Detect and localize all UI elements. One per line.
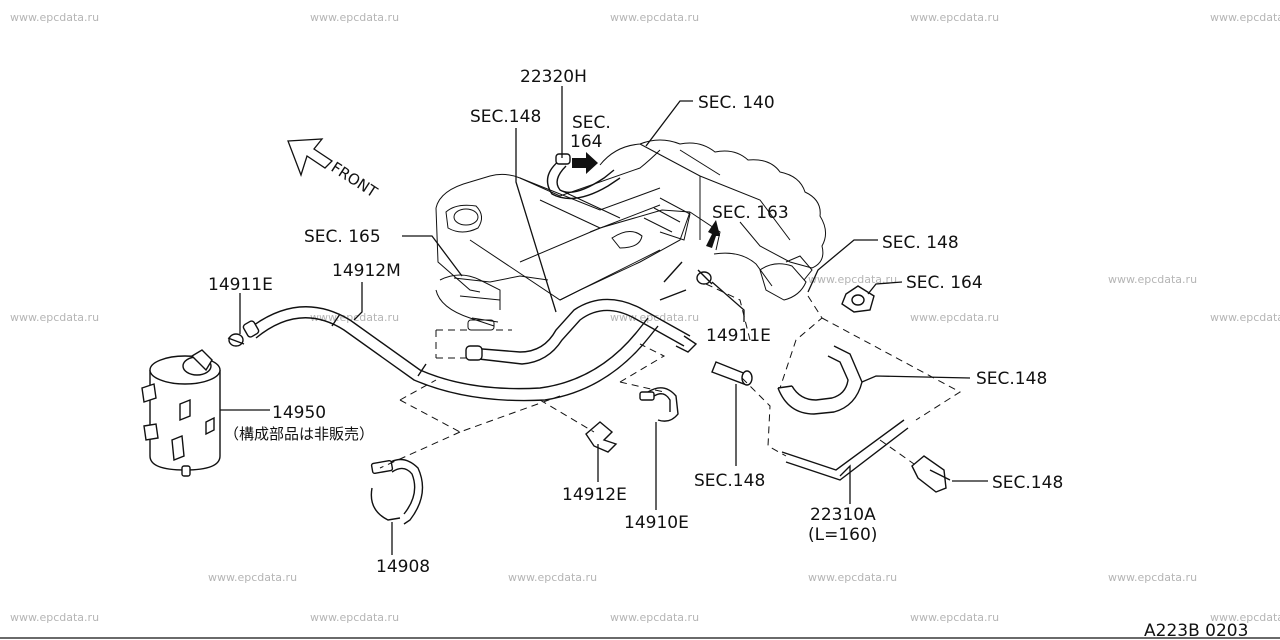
clamp-14911E-mid [696,269,713,285]
watermark: www.epcdata.ru [1108,571,1197,584]
watermark: www.epcdata.ru [910,311,999,324]
label-22310A-note: (L=160) [808,525,877,545]
watermark: www.epcdata.ru [208,571,297,584]
watermark: www.epcdata.ru [310,11,399,24]
label-sec164-b: 164 [570,132,602,152]
label-sec164-a: SEC. [572,113,611,133]
label-14911E-mid: 14911E [706,326,771,346]
watermark: www.epcdata.ru [10,311,99,324]
label-14908: 14908 [376,557,430,577]
connector-sec164 [841,285,875,313]
label-sec148-r2: SEC.148 [976,369,1047,389]
diagram-code: A223B 0203 [1144,621,1248,640]
label-sec148-bottom-mid: SEC.148 [694,471,765,491]
pipe-sec148-bottom [711,361,753,386]
label-14950-note: （構成部品は非販売） [224,425,374,443]
label-sec140: SEC. 140 [698,93,775,113]
watermark: www.epcdata.ru [910,11,999,24]
connection-lines [379,283,961,469]
label-sec148-r1: SEC. 148 [882,233,959,253]
engine-assembly [435,139,826,331]
watermark: www.epcdata.ru [1108,273,1197,286]
watermark: www.epcdata.ru [808,571,897,584]
label-sec165: SEC. 165 [304,227,381,247]
front-label: FRONT [328,158,381,201]
band-14908 [370,458,424,525]
arrow-sec164 [572,152,598,174]
watermark: www.epcdata.ru [610,11,699,24]
watermark: www.epcdata.ru [808,273,897,286]
hose-22310A [781,419,909,481]
leader-lines [220,86,988,555]
watermark: www.epcdata.ru [10,611,99,624]
callout-labels: 22320H SEC.148 SEC. 164 SEC. 140 SEC. 16… [208,67,1063,577]
label-22310A: 22310A [810,505,876,525]
arrow-sec163 [706,220,720,248]
label-14911E-left: 14911E [208,275,273,295]
label-22320H: 22320H [520,67,587,87]
bracket-sec148-right [911,455,951,493]
label-14912E: 14912E [562,485,627,505]
label-sec148-top: SEC.148 [470,107,541,127]
watermark: www.epcdata.ru [310,611,399,624]
label-14910E: 14910E [624,513,689,533]
canister-14950 [141,349,221,477]
watermark: www.epcdata.ru [1210,311,1280,324]
label-14912M: 14912M [332,261,401,281]
watermark-layer: www.epcdata.ru www.epcdata.ru www.epcdat… [10,11,1280,624]
watermark: www.epcdata.ru [508,571,597,584]
label-sec148-bottom-right: SEC.148 [992,473,1063,493]
watermark: www.epcdata.ru [310,311,399,324]
watermark: www.epcdata.ru [610,311,699,324]
watermark: www.epcdata.ru [10,11,99,24]
watermark: www.epcdata.ru [1210,611,1280,624]
clamp-14911E-left [227,320,260,347]
watermark: www.epcdata.ru [1210,11,1280,24]
watermark: www.epcdata.ru [910,611,999,624]
clip-14912E [585,421,618,453]
hose-assembly [249,153,698,402]
label-sec164-r: SEC. 164 [906,273,983,293]
label-14950: 14950 [272,403,326,423]
band-14910E [639,387,679,422]
front-direction-arrow: FRONT [287,138,381,202]
label-sec163: SEC. 163 [712,203,789,223]
watermark: www.epcdata.ru [610,611,699,624]
